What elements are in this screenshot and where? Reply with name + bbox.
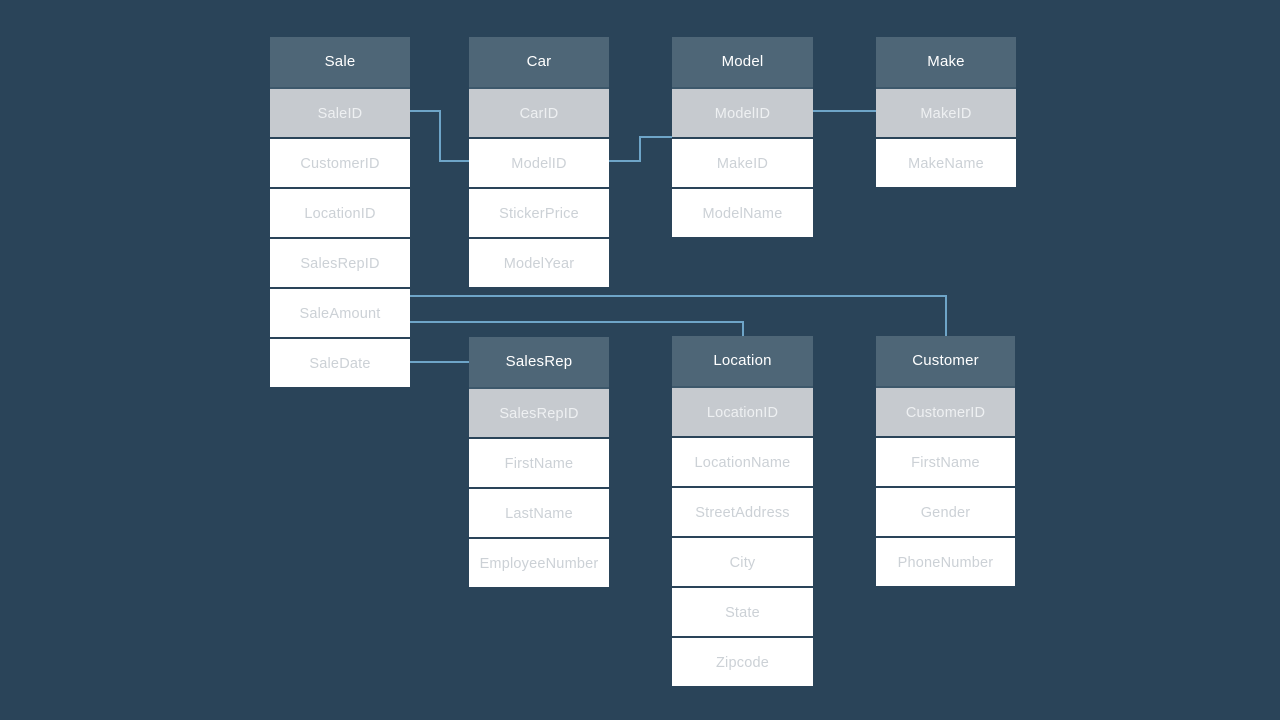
field-row-sale-saledate[interactable]: SaleDate	[270, 337, 410, 387]
entity-header-model: Model	[672, 37, 813, 87]
field-row-location-state[interactable]: State	[672, 586, 813, 636]
field-row-car-carid[interactable]: CarID	[469, 87, 609, 137]
field-row-sale-salesrepid[interactable]: SalesRepID	[270, 237, 410, 287]
field-row-customer-customerid[interactable]: CustomerID	[876, 386, 1015, 436]
field-row-location-locationid[interactable]: LocationID	[672, 386, 813, 436]
field-row-salesrep-salesrepid[interactable]: SalesRepID	[469, 387, 609, 437]
field-row-salesrep-lastname[interactable]: LastName	[469, 487, 609, 537]
entity-header-make: Make	[876, 37, 1016, 87]
entity-header-car: Car	[469, 37, 609, 87]
entity-header-customer: Customer	[876, 336, 1015, 386]
field-row-model-modelid[interactable]: ModelID	[672, 87, 813, 137]
field-row-customer-firstname[interactable]: FirstName	[876, 436, 1015, 486]
connector-car-model	[609, 136, 672, 162]
field-row-sale-customerid[interactable]: CustomerID	[270, 137, 410, 187]
field-row-sale-locationid[interactable]: LocationID	[270, 187, 410, 237]
field-row-sale-saleamount[interactable]: SaleAmount	[270, 287, 410, 337]
field-row-customer-gender[interactable]: Gender	[876, 486, 1015, 536]
field-row-car-modelid[interactable]: ModelID	[469, 137, 609, 187]
field-row-model-makeid[interactable]: MakeID	[672, 137, 813, 187]
field-row-location-zipcode[interactable]: Zipcode	[672, 636, 813, 686]
field-row-model-modelname[interactable]: ModelName	[672, 187, 813, 237]
field-row-salesrep-employeenumber[interactable]: EmployeeNumber	[469, 537, 609, 587]
field-row-make-makeid[interactable]: MakeID	[876, 87, 1016, 137]
connector-sale-car	[410, 110, 469, 162]
entity-header-sale: Sale	[270, 37, 410, 87]
field-row-car-modelyear[interactable]: ModelYear	[469, 237, 609, 287]
field-row-sale-saleid[interactable]: SaleID	[270, 87, 410, 137]
field-row-location-city[interactable]: City	[672, 536, 813, 586]
connector-sale-customer	[410, 295, 947, 336]
entity-header-salesrep: SalesRep	[469, 337, 609, 387]
connector-sale-location	[410, 321, 744, 336]
field-row-make-makename[interactable]: MakeName	[876, 137, 1016, 187]
field-row-location-streetaddress[interactable]: StreetAddress	[672, 486, 813, 536]
entity-header-location: Location	[672, 336, 813, 386]
field-row-car-stickerprice[interactable]: StickerPrice	[469, 187, 609, 237]
field-row-customer-phonenumber[interactable]: PhoneNumber	[876, 536, 1015, 586]
field-row-location-locationname[interactable]: LocationName	[672, 436, 813, 486]
field-row-salesrep-firstname[interactable]: FirstName	[469, 437, 609, 487]
